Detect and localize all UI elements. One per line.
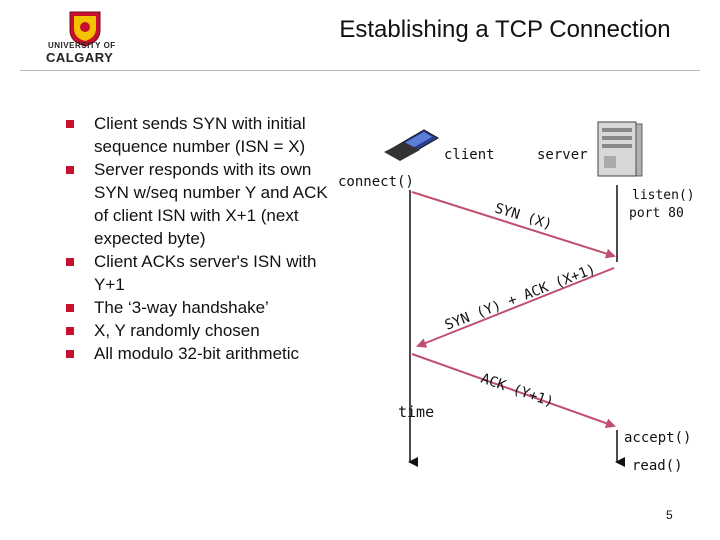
university-logo	[69, 11, 101, 47]
syn-arrow	[411, 191, 616, 259]
logo-line1: UNIVERSITY OF	[48, 41, 116, 50]
synack-arrow	[416, 267, 615, 348]
title-divider	[20, 70, 700, 71]
client-label: client	[444, 147, 495, 163]
bullet-square-icon	[66, 166, 74, 174]
laptop-icon	[384, 129, 440, 161]
logo-line2: CALGARY	[46, 50, 114, 65]
bullet-text: All modulo 32-bit arithmetic	[94, 344, 300, 363]
bullet-square-icon	[66, 120, 74, 128]
bullet-text: Client sends SYN with initial sequence n…	[94, 114, 306, 156]
bullet-text: The ‘3-way handshake’	[94, 298, 269, 317]
synack-label: SYN (Y) + ACK (X+1)	[443, 261, 598, 333]
bullet-item: Client sends SYN with initial sequence n…	[64, 112, 344, 158]
ack-arrow	[411, 353, 616, 429]
bullet-item: Server responds with its own SYN w/seq n…	[64, 158, 344, 250]
bullet-list: Client sends SYN with initial sequence n…	[64, 112, 344, 365]
server-label: server	[537, 147, 588, 163]
bullet-text: Client ACKs server's ISN with Y+1	[94, 252, 317, 294]
listen-label: listen()	[632, 188, 695, 203]
bullet-item: The ‘3-way handshake’	[64, 296, 344, 319]
slide-title: Establishing a TCP Connection	[339, 16, 671, 43]
time-label: time	[398, 403, 435, 421]
bullet-square-icon	[66, 304, 74, 312]
bullet-square-icon	[66, 258, 74, 266]
bullet-item: All modulo 32-bit arithmetic	[64, 342, 344, 365]
accept-label: accept()	[624, 430, 692, 446]
port-label: port 80	[629, 206, 684, 221]
bullet-square-icon	[66, 327, 74, 335]
page-number: 5	[666, 508, 673, 522]
bullet-square-icon	[66, 350, 74, 358]
server-icon	[597, 121, 643, 177]
bullet-text: X, Y randomly chosen	[94, 321, 260, 340]
ack-label: ACK (Y+1)	[479, 371, 556, 411]
bullet-text: Server responds with its own SYN w/seq n…	[94, 160, 328, 248]
bullet-item: X, Y randomly chosen	[64, 319, 344, 342]
connect-label: connect()	[338, 174, 414, 190]
read-label: read()	[632, 458, 683, 474]
bullet-item: Client ACKs server's ISN with Y+1	[64, 250, 344, 296]
